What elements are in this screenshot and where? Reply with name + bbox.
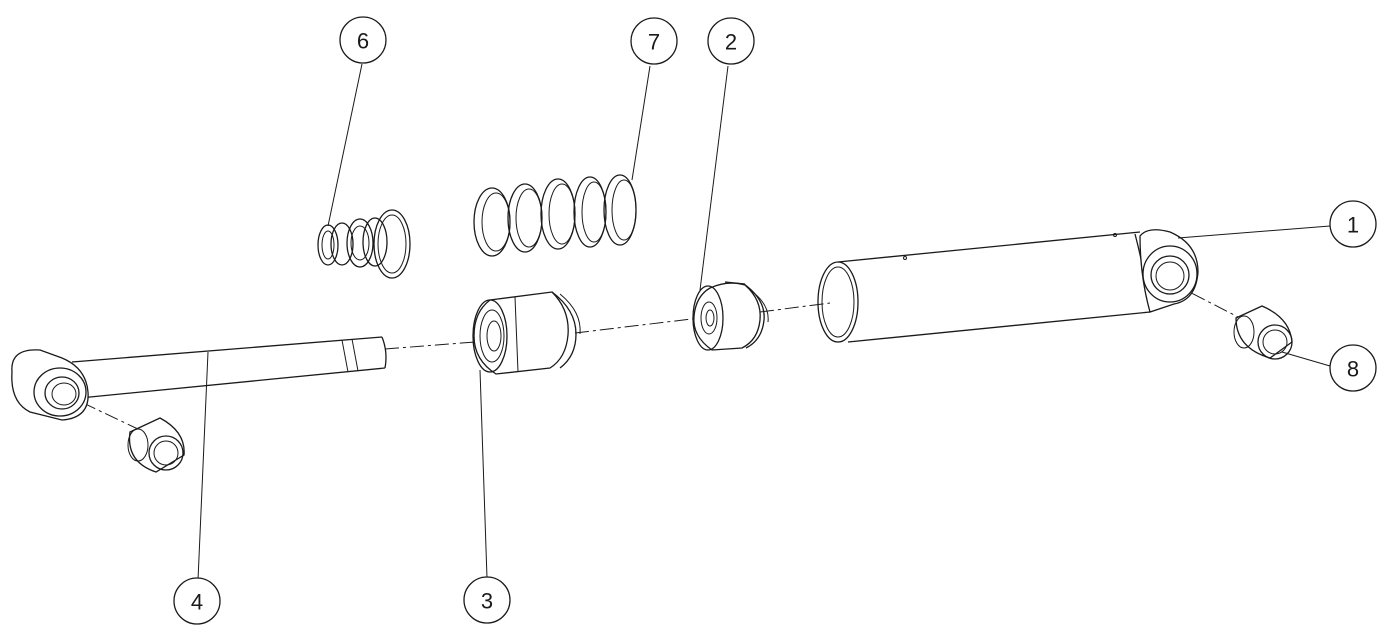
callout-3: 3 <box>463 576 511 624</box>
pin-axis-line-left <box>59 391 141 431</box>
svg-text:2: 2 <box>725 30 737 55</box>
leader-line-6 <box>327 63 363 227</box>
svg-text:3: 3 <box>481 589 493 614</box>
seal-kit-small <box>317 209 411 279</box>
rod-end-eye <box>11 349 89 421</box>
svg-text:4: 4 <box>191 590 203 615</box>
pin-bushing-left <box>127 417 185 473</box>
leader-line-1 <box>1177 225 1331 239</box>
leader-line-4 <box>197 351 209 581</box>
leader-line-7 <box>631 65 651 181</box>
cylinder-barrel <box>817 231 1151 343</box>
assembly-axis-line <box>759 302 831 313</box>
barrel-end-eye <box>1139 229 1199 313</box>
svg-text:6: 6 <box>357 29 369 54</box>
callout-4: 4 <box>173 577 221 625</box>
leader-line-8 <box>1281 351 1331 367</box>
svg-text:8: 8 <box>1347 357 1359 382</box>
piston <box>692 281 769 351</box>
callout-1: 1 <box>1329 200 1377 248</box>
pin-bushing-right <box>1233 305 1293 360</box>
gland-head <box>472 291 581 375</box>
piston-rod <box>59 336 387 401</box>
callout-6: 6 <box>339 16 387 64</box>
leader-line-3 <box>479 369 488 579</box>
svg-text:7: 7 <box>648 30 660 55</box>
assembly-axis-line <box>384 341 476 350</box>
callout-7: 7 <box>630 17 678 65</box>
svg-text:1: 1 <box>1347 213 1359 238</box>
callout-2: 2 <box>707 17 755 65</box>
callout-8: 8 <box>1329 344 1377 392</box>
leader-line-2 <box>699 65 729 291</box>
assembly-axis-line <box>574 317 701 334</box>
seal-kit-rings <box>473 174 637 257</box>
